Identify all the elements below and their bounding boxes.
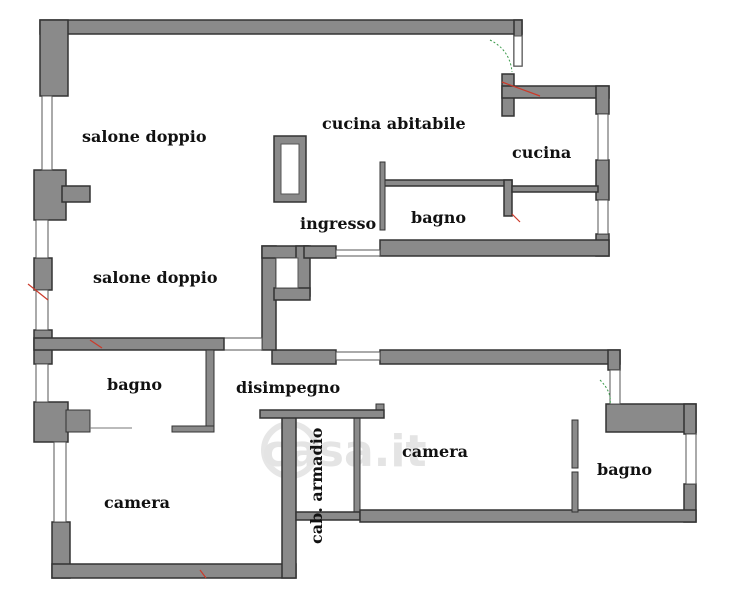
wall-left-pier-1 <box>33 169 67 221</box>
window-left-1 <box>41 95 53 171</box>
door-marks <box>27 39 611 579</box>
window-camera2 <box>609 369 621 405</box>
wall-bagno1-top <box>383 179 513 187</box>
door-arc-5 <box>511 213 521 223</box>
column-cucina-inner <box>280 143 300 195</box>
label-salone-doppio-2: salone doppio <box>93 268 218 287</box>
wall-kitchen-right-mid <box>595 159 610 201</box>
wall-top <box>39 19 523 35</box>
label-camera-1: camera <box>104 493 170 512</box>
room-labels: salone doppio cucina abitabile cucina in… <box>82 114 652 544</box>
wall-left-pier-4 <box>33 401 69 443</box>
wall-armadio-bottom <box>295 511 361 521</box>
window-ingresso-door <box>335 249 381 257</box>
door-arc-4 <box>199 569 207 579</box>
label-salone-doppio-1: salone doppio <box>82 127 207 146</box>
wall-bagno3-right-top <box>683 403 697 435</box>
wall-corridor-bottom <box>259 409 385 419</box>
label-bagno-3: bagno <box>597 460 652 479</box>
wall-bagno1-left <box>379 161 386 231</box>
label-disimpegno: disimpegno <box>236 378 340 397</box>
windows <box>35 35 697 523</box>
wall-bagno3-left <box>571 419 579 469</box>
window-kitchen-1 <box>597 113 609 161</box>
label-cab-armadio: cab. armadio <box>307 427 326 544</box>
label-bagno-2: bagno <box>107 375 162 394</box>
wall-bottom-left <box>51 563 297 579</box>
wall-bottom-right <box>359 509 697 523</box>
window-disimpegno <box>221 337 263 351</box>
window-corridor <box>335 351 381 361</box>
label-cucina: cucina <box>512 143 571 162</box>
wall-camera2-right <box>607 349 621 371</box>
wall-top-left-pier <box>39 19 69 97</box>
door-arc-1 <box>501 81 541 97</box>
wall-salone-bottom <box>33 337 225 351</box>
door-swing-2 <box>599 379 611 405</box>
outer-walls <box>33 19 697 579</box>
label-camera-2: camera <box>402 442 468 461</box>
wall-kitchen-bottom <box>511 185 599 193</box>
wall-bagno3-top <box>605 403 697 433</box>
wall-bagno2-left-stub <box>65 409 91 433</box>
wall-corridor-mid <box>273 287 311 301</box>
wall-bagno2-right <box>205 349 215 433</box>
wall-armadio-right <box>353 415 361 519</box>
interior-walls <box>33 135 599 513</box>
wall-armadio-left <box>281 415 297 579</box>
window-left-3 <box>35 289 49 331</box>
door-swing-1 <box>489 39 513 73</box>
wall-left-pier-2 <box>33 257 53 291</box>
wall-left-pier-1b <box>61 185 91 203</box>
wall-bagno2-bottom <box>171 425 215 433</box>
wall-bagno1-divider <box>503 179 513 217</box>
window-top-right <box>513 35 523 67</box>
window-left-2 <box>35 219 49 259</box>
wall-bagno1-bottom <box>379 239 610 257</box>
wall-corridor-top <box>271 349 337 365</box>
wall-ingresso-top <box>303 245 337 259</box>
door-arc-3 <box>89 339 103 349</box>
window-left-4 <box>35 363 49 403</box>
ingresso-closet <box>275 257 299 289</box>
wall-camera2-top <box>379 349 621 365</box>
label-bagno-1: bagno <box>411 208 466 227</box>
door-arc-2 <box>27 283 49 301</box>
label-cucina-abitabile: cucina abitabile <box>322 114 466 133</box>
window-kitchen-2 <box>597 199 609 235</box>
window-bagno3 <box>685 433 697 485</box>
wall-kitchen-right-top <box>595 85 610 115</box>
label-ingresso: ingresso <box>300 214 377 233</box>
wall-bagno3-left-low <box>571 471 579 513</box>
window-left-5 <box>53 441 67 523</box>
